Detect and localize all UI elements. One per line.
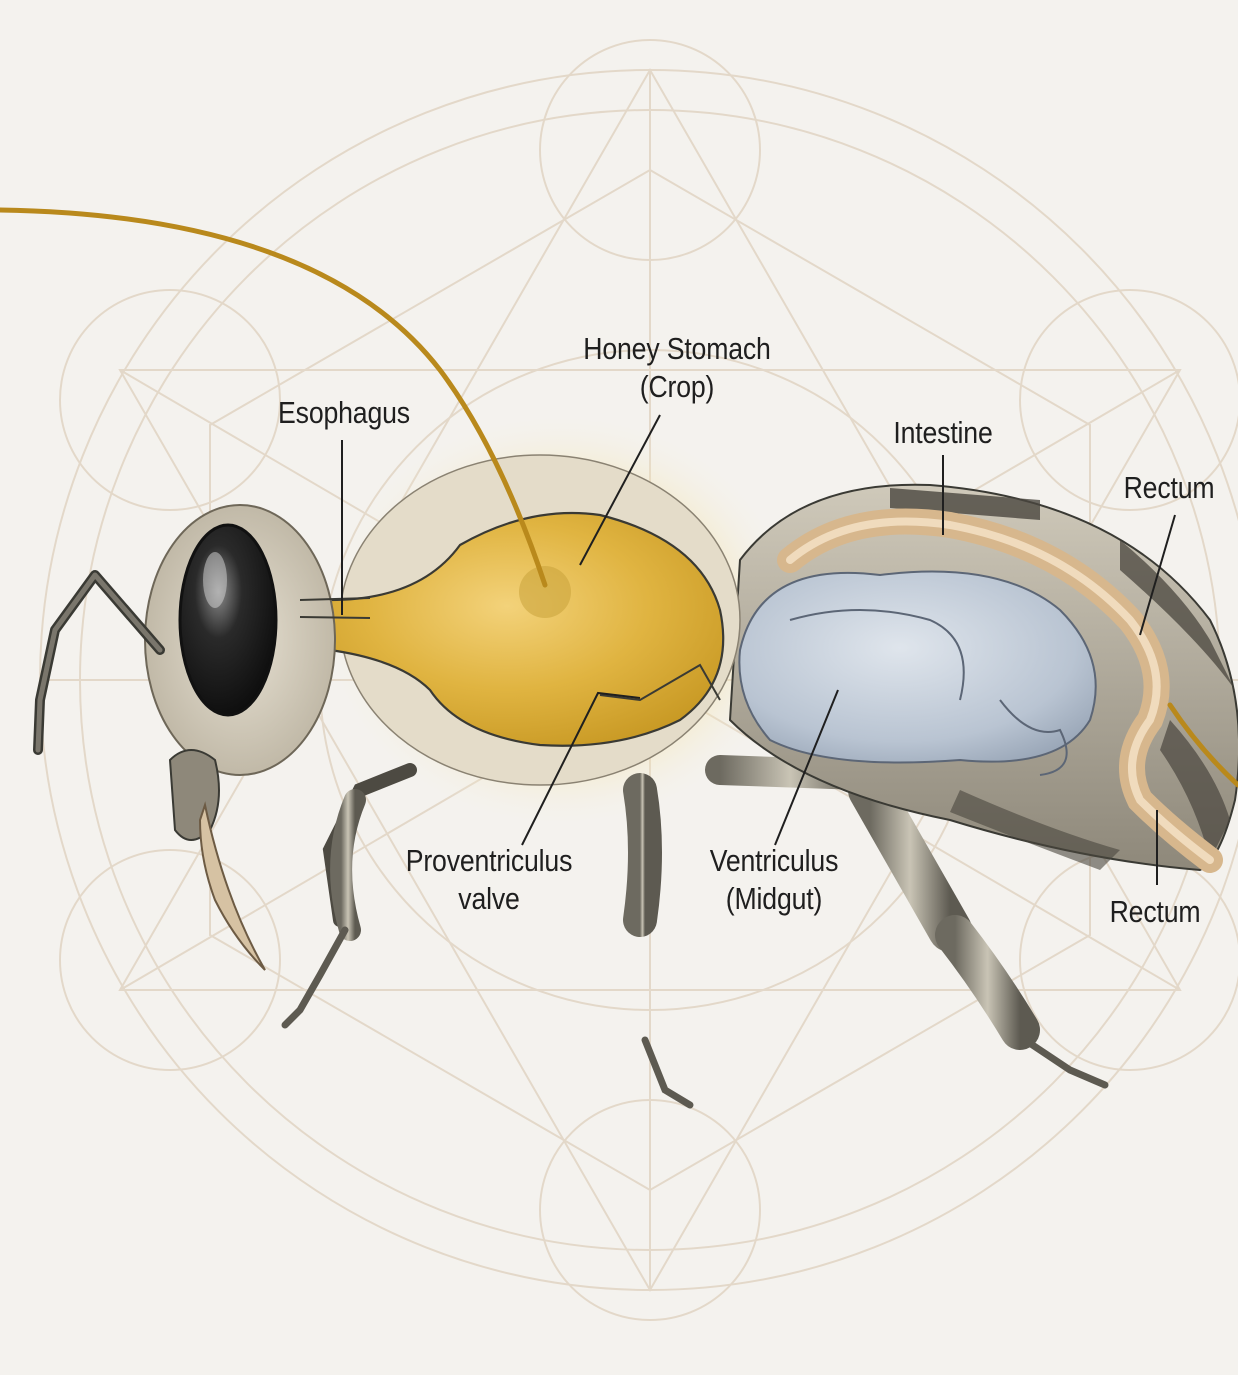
label-ventriculus: Ventriculus (Midgut) [702,842,846,918]
label-honey-stomach: Honey Stomach (Crop) [575,330,780,406]
label-honey-stomach-line1: Honey Stomach [575,330,780,368]
abdomen [730,485,1238,870]
label-esophagus: Esophagus [273,394,414,432]
label-proventriculus-line2: valve [395,880,582,918]
label-honey-stomach-line2: (Crop) [575,368,780,406]
label-proventriculus-line1: Proventriculus [395,842,582,880]
label-rectum-lower: Rectum [1103,893,1208,931]
label-rectum-upper: Rectum [1117,469,1222,507]
label-intestine: Intestine [887,414,999,452]
label-proventriculus: Proventriculus valve [395,842,582,918]
label-ventriculus-line1: Ventriculus [702,842,846,880]
label-ventriculus-line2: (Midgut) [702,880,846,918]
